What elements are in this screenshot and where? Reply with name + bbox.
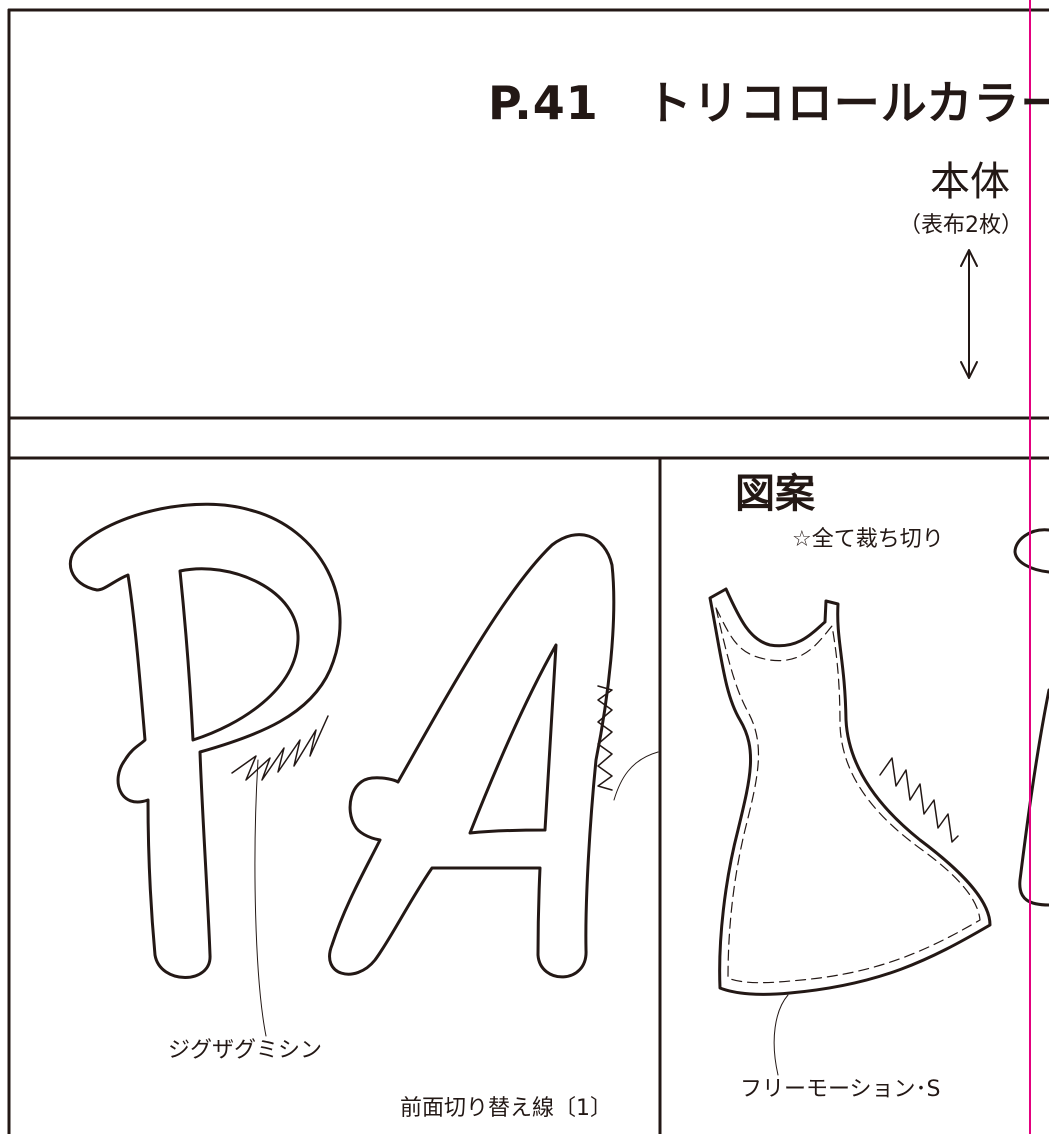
dress-stitch-line	[715, 607, 981, 984]
frame-lines	[7, 8, 1049, 1134]
zigzag-stitch-p	[231, 715, 329, 781]
body-label: 本体	[930, 159, 1010, 205]
letter-p-counter	[178, 567, 300, 742]
grain-arrow	[960, 249, 978, 379]
dress-outline	[708, 587, 992, 996]
letter-a-counter	[468, 643, 558, 835]
letter-p-outline	[68, 502, 342, 979]
free-motion-label: フリーモーション･S	[740, 1077, 941, 1102]
zigzag-stitch-dress	[879, 757, 959, 843]
pattern-heading: 図案	[735, 470, 815, 517]
partial-shape-right	[1013, 528, 1049, 907]
letter-a-appliqué	[328, 533, 616, 979]
page-title: P.41 トリコロールカラー	[488, 76, 1049, 130]
cut-note: ☆全て裁ち切り	[792, 527, 944, 552]
letter-p-appliqué	[68, 502, 342, 979]
front-switch-label: 前面切り替え線〔1〕	[400, 1096, 612, 1121]
letter-a-outline	[328, 533, 616, 979]
freemotion-leader	[773, 994, 789, 1076]
front-switch-leader	[613, 751, 659, 801]
zigzag-stitch-a	[597, 685, 613, 791]
zigzag-label: ジグザグミシン	[168, 1038, 323, 1063]
body-sub-label: （表布2枚）	[899, 213, 1023, 238]
zigzag-leader-line	[254, 759, 267, 1037]
dress-appliqué	[708, 587, 992, 1076]
